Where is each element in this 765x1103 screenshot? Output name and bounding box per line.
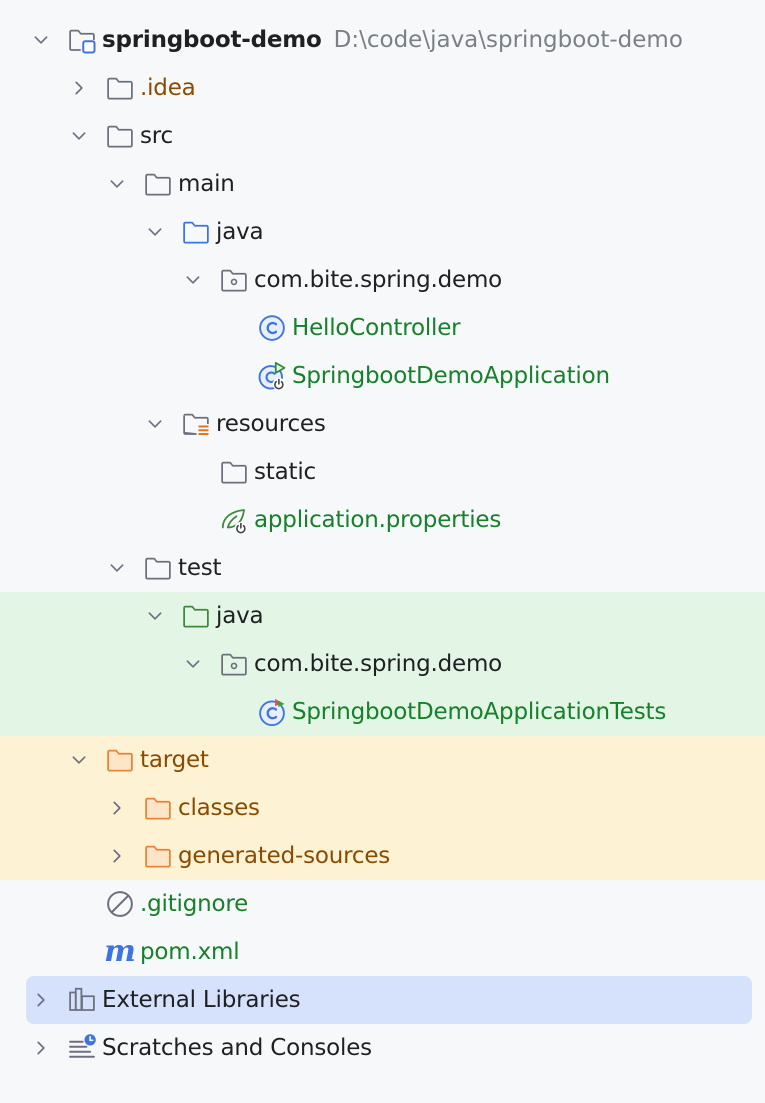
tree-node-resources[interactable]: resources xyxy=(0,400,765,448)
chevron-down-icon[interactable] xyxy=(144,605,166,627)
tree-node-gitignore[interactable]: .gitignore xyxy=(0,880,765,928)
test-java-label: java xyxy=(216,603,264,629)
tree-node-pom[interactable]: m pom.xml xyxy=(0,928,765,976)
spring-properties-icon xyxy=(218,504,250,536)
chevron-down-icon[interactable] xyxy=(30,29,52,51)
tree-node-target[interactable]: target xyxy=(0,736,765,784)
static-label: static xyxy=(254,459,316,485)
chevron-down-icon[interactable] xyxy=(144,221,166,243)
excluded-folder-icon xyxy=(142,840,174,872)
pom-label: pom.xml xyxy=(140,939,240,965)
tree-node-test-package[interactable]: com.bite.spring.demo xyxy=(0,640,765,688)
module-folder-icon xyxy=(66,24,98,56)
chevron-down-icon[interactable] xyxy=(68,125,90,147)
project-tree: springboot-demo D:\code\java\springboot-… xyxy=(0,16,765,1072)
tree-node-app-properties[interactable]: application.properties xyxy=(0,496,765,544)
tree-node-main[interactable]: main xyxy=(0,160,765,208)
chevron-down-icon[interactable] xyxy=(144,413,166,435)
root-label: springboot-demo xyxy=(102,27,322,53)
excluded-folder-icon xyxy=(104,744,136,776)
package-icon xyxy=(218,648,250,680)
tree-node-external-libraries[interactable]: External Libraries xyxy=(26,976,752,1024)
tree-node-app-tests[interactable]: SpringbootDemoApplicationTests xyxy=(0,688,765,736)
maven-icon: m xyxy=(104,934,136,969)
tree-node-static[interactable]: static xyxy=(0,448,765,496)
target-label: target xyxy=(140,747,209,773)
folder-icon xyxy=(142,168,174,200)
libraries-icon xyxy=(66,984,98,1016)
java-class-icon xyxy=(256,312,288,344)
source-root-folder-icon xyxy=(180,216,212,248)
resources-folder-icon xyxy=(180,408,212,440)
tree-node-hello-controller[interactable]: HelloController xyxy=(0,304,765,352)
src-label: src xyxy=(140,123,173,149)
tree-node-main-java[interactable]: java xyxy=(0,208,765,256)
chevron-right-icon[interactable] xyxy=(68,77,90,99)
tree-node-idea[interactable]: .idea xyxy=(0,64,765,112)
classes-label: classes xyxy=(178,795,260,821)
chevron-right-icon[interactable] xyxy=(106,797,128,819)
app-tests-label: SpringbootDemoApplicationTests xyxy=(292,699,667,725)
tree-node-test[interactable]: test xyxy=(0,544,765,592)
folder-icon xyxy=(218,456,250,488)
chevron-down-icon[interactable] xyxy=(106,173,128,195)
test-source-root-folder-icon xyxy=(180,600,212,632)
chevron-down-icon[interactable] xyxy=(182,653,204,675)
tree-node-main-package[interactable]: com.bite.spring.demo xyxy=(0,256,765,304)
tree-node-scratches[interactable]: Scratches and Consoles xyxy=(0,1024,765,1072)
tree-node-classes[interactable]: classes xyxy=(0,784,765,832)
chevron-right-icon[interactable] xyxy=(30,989,52,1011)
tree-node-test-java[interactable]: java xyxy=(0,592,765,640)
chevron-down-icon[interactable] xyxy=(106,557,128,579)
gitignore-icon xyxy=(104,888,136,920)
excluded-folder-icon xyxy=(142,792,174,824)
tree-node-app-class[interactable]: SpringbootDemoApplication xyxy=(0,352,765,400)
scratches-label: Scratches and Consoles xyxy=(102,1035,372,1061)
external-libraries-label: External Libraries xyxy=(102,987,301,1013)
main-label: main xyxy=(178,171,235,197)
folder-icon xyxy=(104,120,136,152)
tree-node-src[interactable]: src xyxy=(0,112,765,160)
test-label: test xyxy=(178,555,222,581)
scratches-icon xyxy=(66,1032,98,1064)
tree-node-generated-sources[interactable]: generated-sources xyxy=(0,832,765,880)
generated-sources-label: generated-sources xyxy=(178,843,391,869)
main-package-label: com.bite.spring.demo xyxy=(254,267,503,293)
spring-boot-application-icon xyxy=(256,360,288,392)
chevron-down-icon[interactable] xyxy=(68,749,90,771)
package-icon xyxy=(218,264,250,296)
main-java-label: java xyxy=(216,219,264,245)
resources-label: resources xyxy=(216,411,326,437)
chevron-down-icon[interactable] xyxy=(182,269,204,291)
chevron-right-icon[interactable] xyxy=(106,845,128,867)
app-properties-label: application.properties xyxy=(254,507,502,533)
test-package-label: com.bite.spring.demo xyxy=(254,651,503,677)
chevron-right-icon[interactable] xyxy=(30,1037,52,1059)
tree-node-root[interactable]: springboot-demo D:\code\java\springboot-… xyxy=(0,16,765,64)
folder-icon xyxy=(104,72,136,104)
folder-icon xyxy=(142,552,174,584)
gitignore-label: .gitignore xyxy=(140,891,249,917)
app-class-label: SpringbootDemoApplication xyxy=(292,363,610,389)
root-path: D:\code\java\springboot-demo xyxy=(333,27,683,53)
hello-controller-label: HelloController xyxy=(292,315,461,341)
test-class-icon xyxy=(256,696,288,728)
idea-label: .idea xyxy=(140,75,196,101)
